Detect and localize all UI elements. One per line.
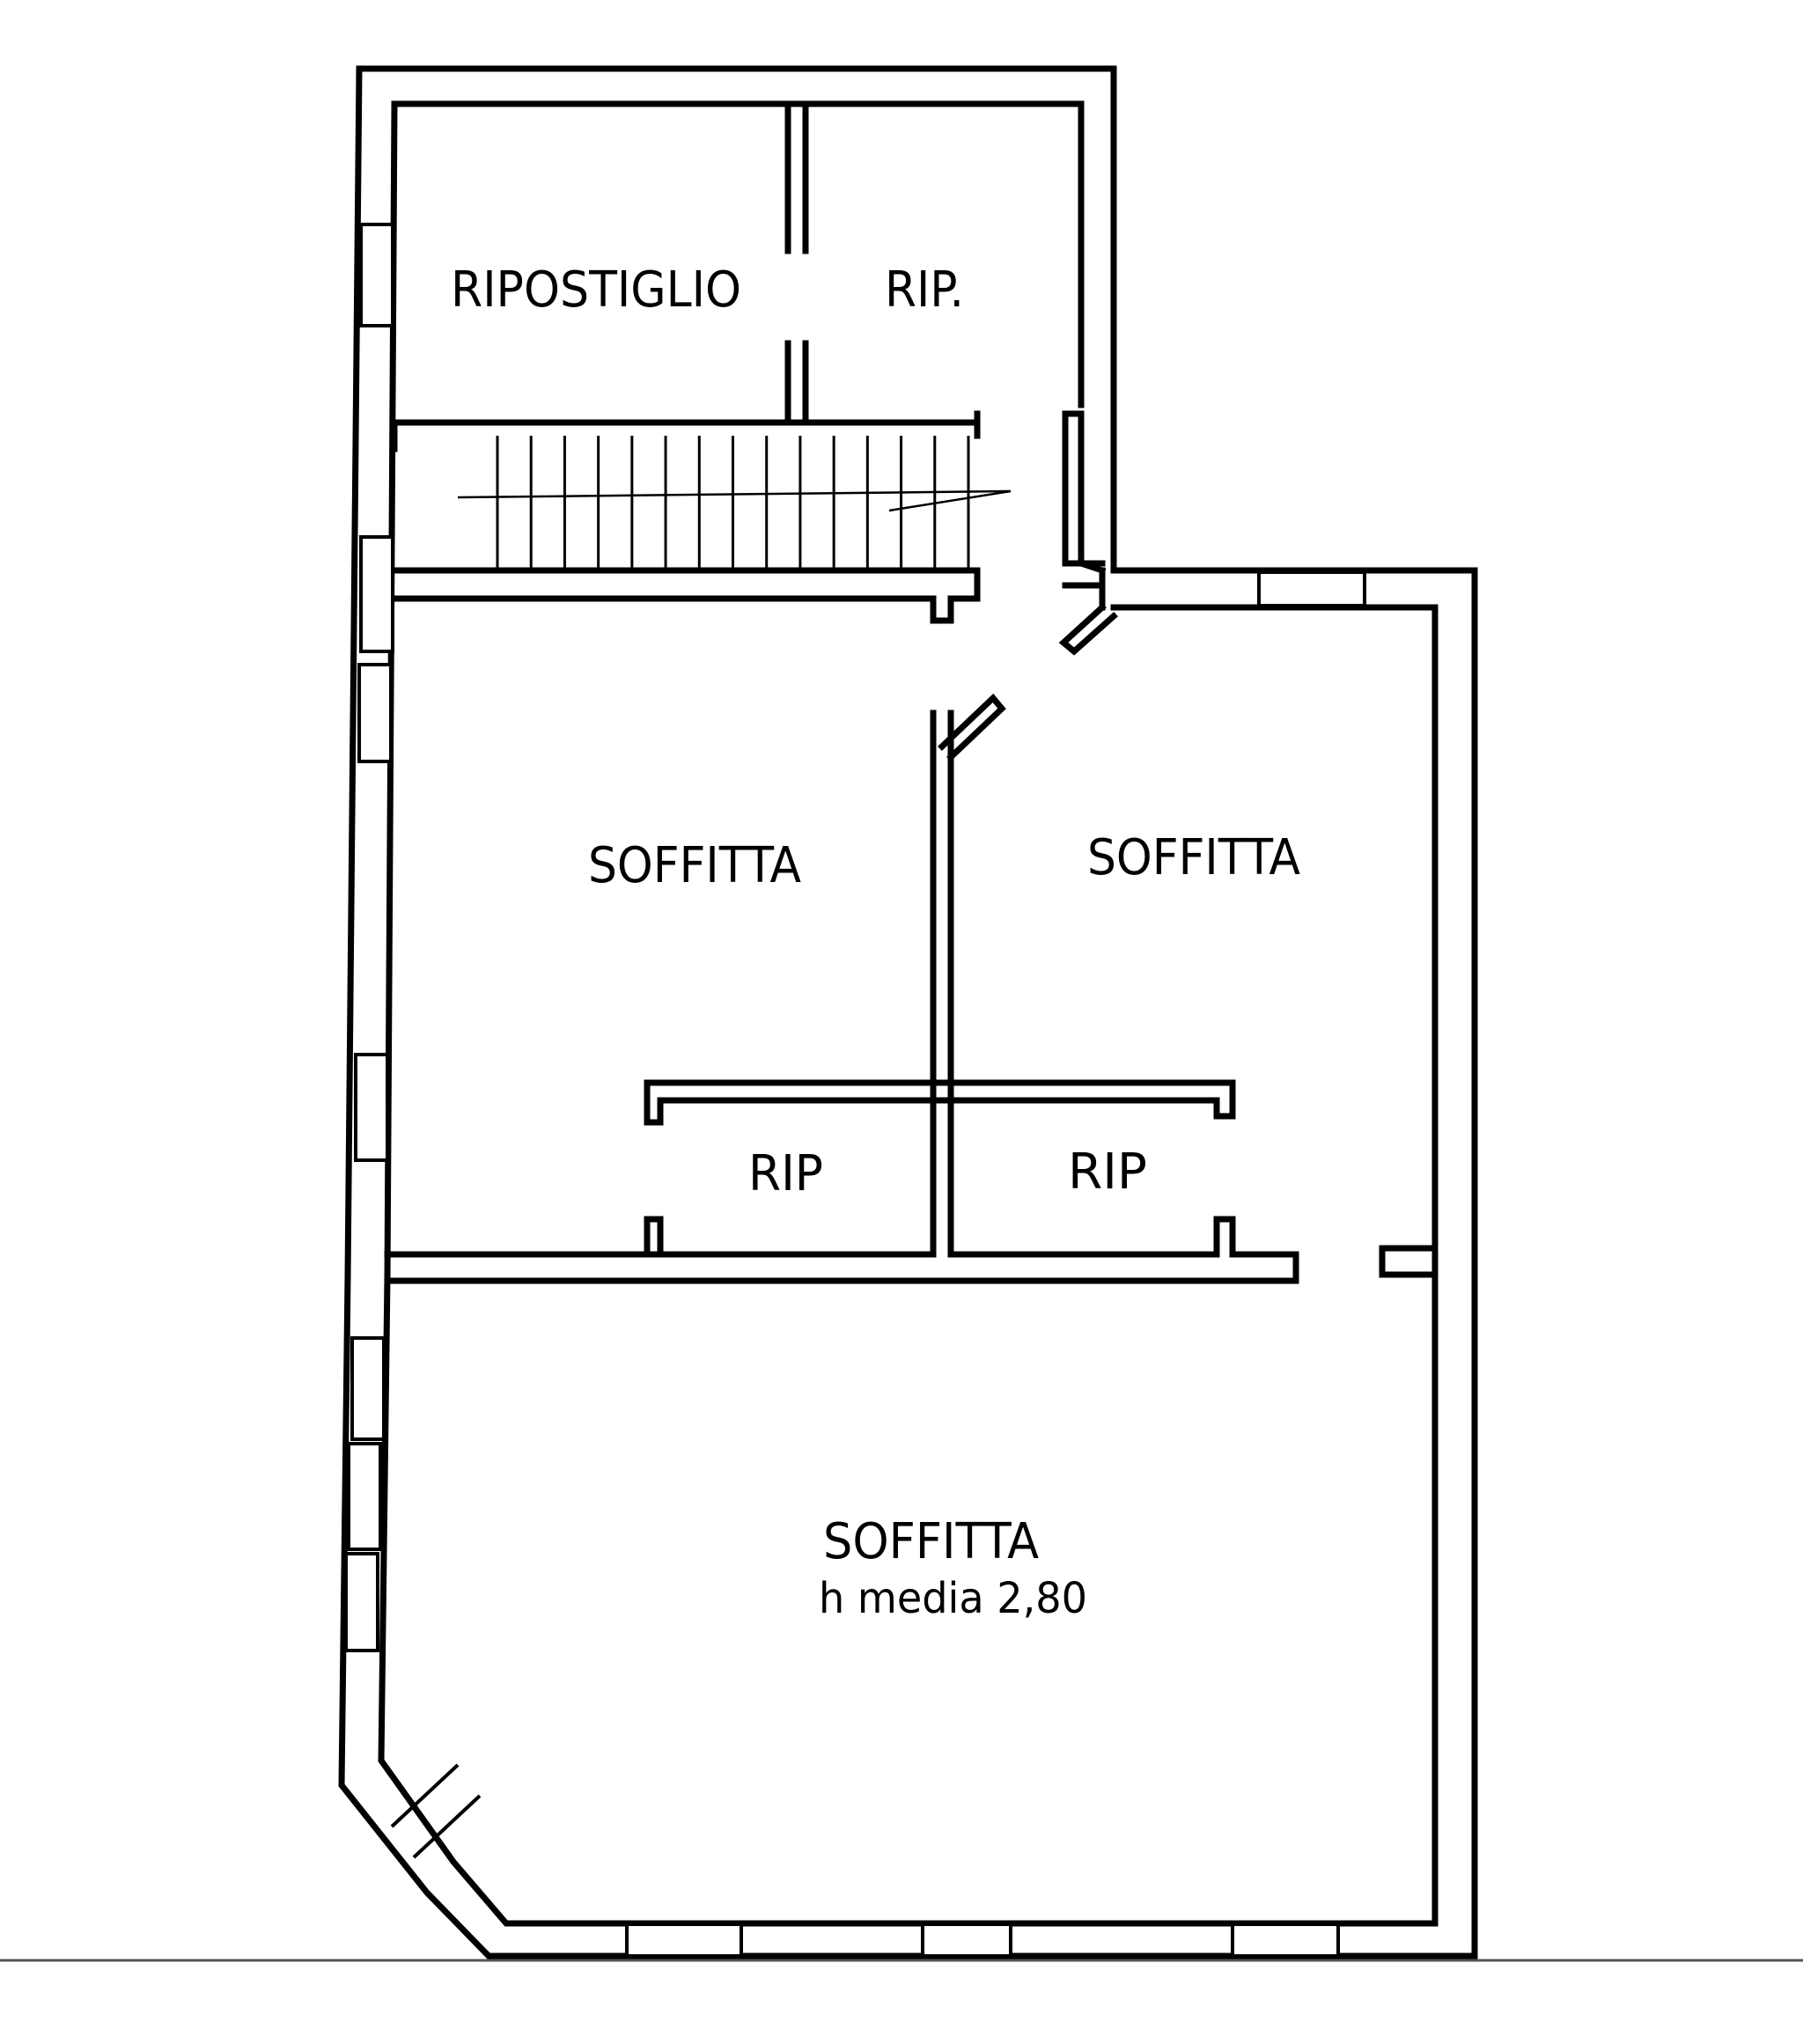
- stair-arrow: [888, 489, 1012, 512]
- windows: [344, 223, 1366, 1958]
- staircase: [496, 436, 970, 568]
- room-label-rip-top: RIP.: [885, 261, 964, 319]
- room-label-soffitta-left: SOFFITTA: [588, 837, 802, 894]
- room-label-rip-center-left: RIP: [748, 1145, 823, 1202]
- room-label-soffitta-right: SOFFITTA: [1087, 829, 1301, 886]
- interior-walls: [384, 100, 1439, 1284]
- stair-direction-line: [457, 489, 1012, 499]
- room-label-ripostiglio: RIPOSTIGLIO: [451, 261, 741, 319]
- outer-walls: [338, 65, 1478, 1959]
- room-label-rip-center-right: RIP: [1068, 1143, 1147, 1201]
- room-label-soffitta-bottom: SOFFITTA: [823, 1513, 1040, 1570]
- room-height-note: h media 2,80: [819, 1574, 1087, 1623]
